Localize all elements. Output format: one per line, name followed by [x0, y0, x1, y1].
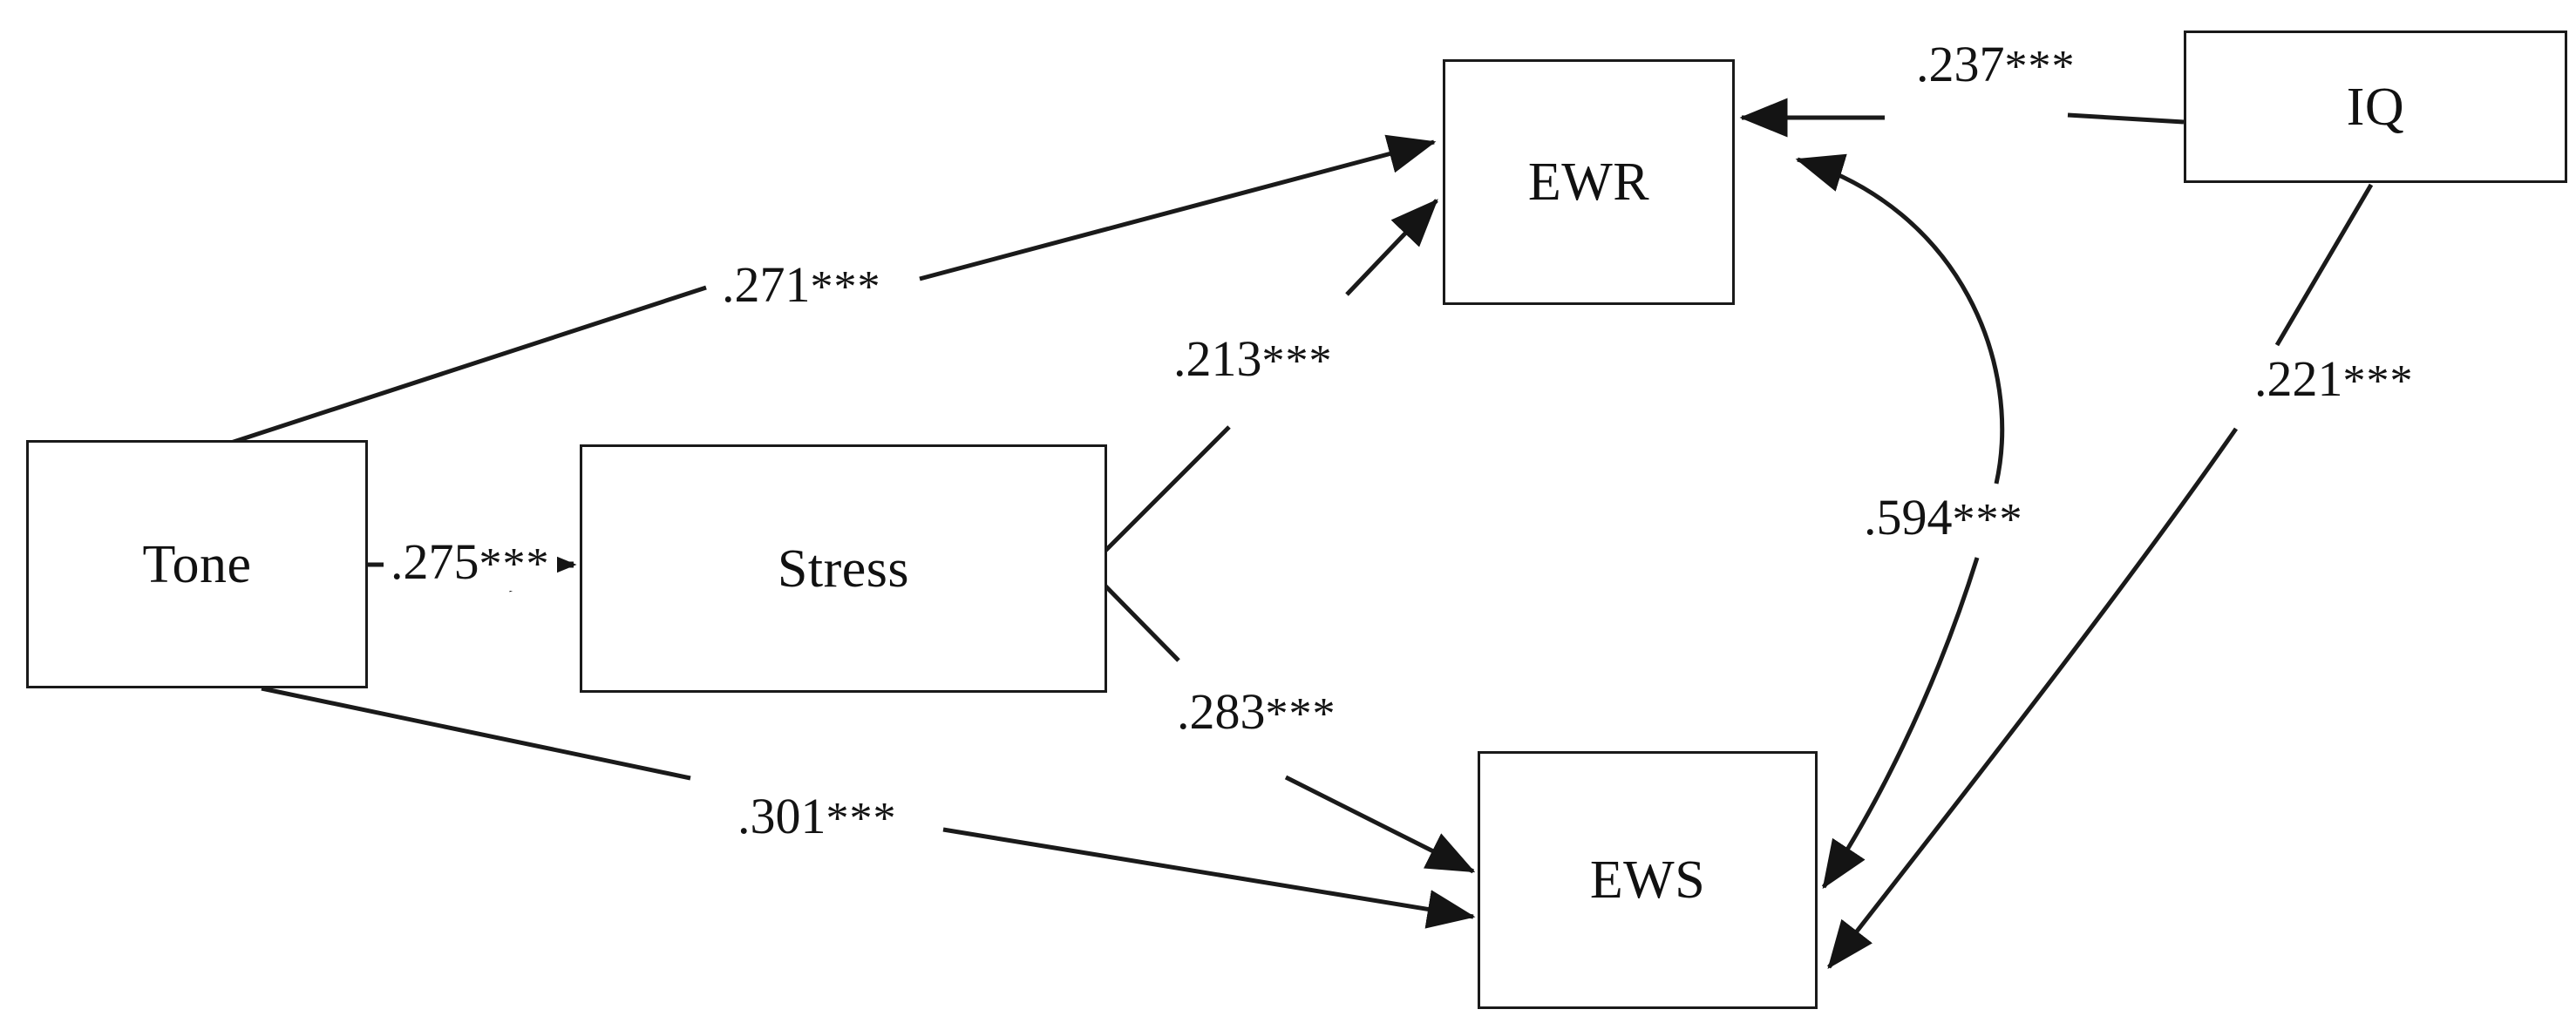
edge-tone-to-ews [261, 686, 1476, 929]
coefficient-value: .275 [391, 533, 479, 590]
significance-stars: *** [826, 794, 897, 843]
coefficient-value: .594 [1864, 489, 1953, 545]
coefficient-value: .283 [1177, 683, 1266, 740]
edge-label-tone-to-ewr: .271*** [715, 257, 888, 314]
coefficient-value: .221 [2254, 350, 2343, 407]
edge-label-iq-to-ewr: .237*** [1909, 37, 2083, 93]
edge-label-stress-to-ews: .283*** [1170, 684, 1343, 741]
node-ews-label: EWS [1589, 850, 1706, 910]
edge-iq-to-ews [1827, 183, 2374, 969]
node-ewr[interactable]: EWR [1443, 59, 1735, 305]
coefficient-value: .271 [722, 256, 811, 313]
node-tone[interactable]: Tone [26, 440, 368, 688]
significance-stars: *** [1952, 495, 2023, 545]
significance-stars: *** [2004, 42, 2076, 91]
edge-label-ewr-to-ews: .594*** [1857, 490, 2030, 546]
node-stress[interactable]: Stress [580, 444, 1107, 693]
edge-ewr-to-ews [1795, 153, 2005, 890]
edge-stress-to-ewr [1086, 199, 1438, 570]
coefficient-value: .301 [737, 788, 826, 844]
node-ewr-label: EWR [1527, 152, 1650, 212]
edge-label-tone-to-stress: .275*** [384, 534, 557, 591]
node-iq-label: IQ [2346, 77, 2405, 137]
node-iq[interactable]: IQ [2184, 30, 2567, 183]
edge-tone-to-ewr [230, 134, 1437, 445]
edge-label-stress-to-ewr: .213*** [1166, 331, 1340, 388]
significance-stars: *** [1261, 336, 1333, 386]
significance-stars: *** [810, 262, 881, 312]
significance-stars: *** [1265, 689, 1336, 739]
coefficient-value: .213 [1173, 330, 1262, 387]
significance-stars: *** [2342, 356, 2414, 406]
edge-label-tone-to-ews: .301*** [731, 789, 904, 845]
edge-label-iq-to-ews: .221*** [2247, 351, 2421, 408]
edge-iq-to-ewr [1739, 98, 2185, 138]
node-stress-label: Stress [777, 539, 910, 599]
node-ews[interactable]: EWS [1478, 751, 1818, 1009]
significance-stars: *** [479, 539, 550, 589]
coefficient-value: .237 [1916, 36, 2005, 92]
node-tone-label: Tone [142, 534, 252, 594]
